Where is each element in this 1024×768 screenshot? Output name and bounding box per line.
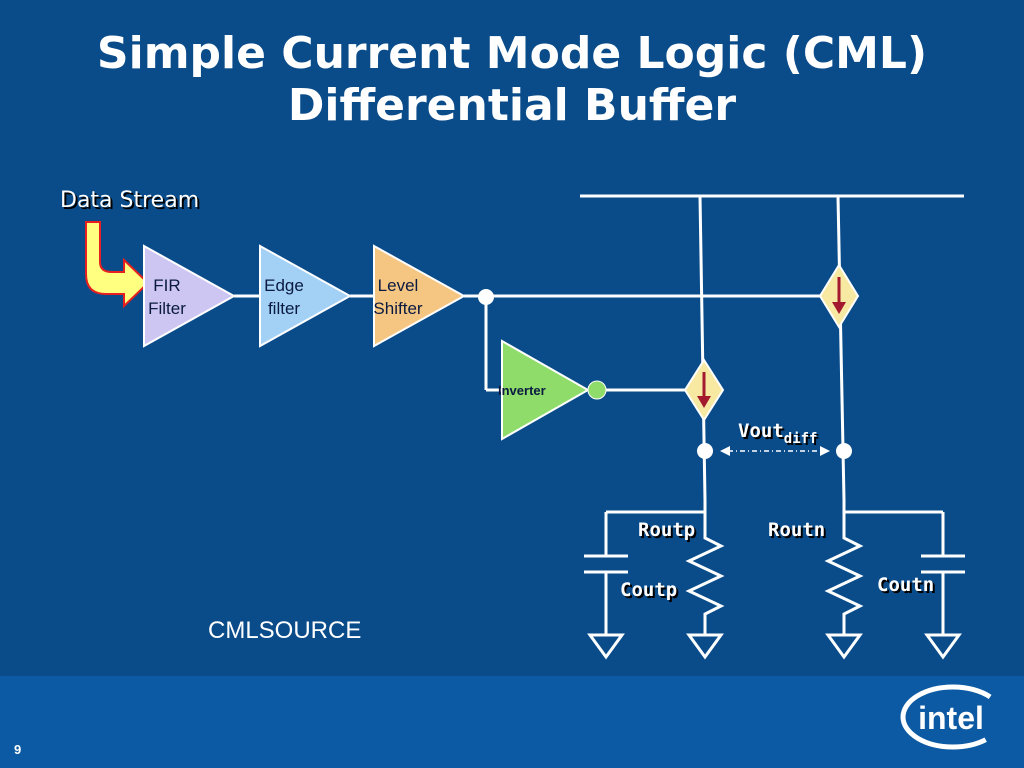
edge-label-line1: Edge: [264, 276, 304, 295]
routp-label-shadow: Routp: [640, 521, 697, 543]
coutp-label-shadow: Coutp: [622, 581, 679, 603]
routn-label-shadow: Routn: [770, 521, 827, 543]
routp-label: Routp: [638, 519, 695, 541]
fir-label-line1: FIR: [153, 276, 180, 295]
node-outn: [836, 443, 852, 459]
inverter-bubble: [587, 380, 607, 400]
coutn-label: Coutn: [877, 574, 934, 596]
routn-label: Routn: [768, 519, 825, 541]
title-line-1: Simple Current Mode Logic (CML): [96, 28, 928, 79]
inverter-label: Inverter: [498, 383, 546, 398]
inverter-block: [501, 339, 591, 441]
resistor-routp: [685, 512, 725, 634]
vout-label-shadow: Voutdiff: [740, 422, 819, 449]
node-outp: [697, 443, 713, 459]
edge-label-line2: filter: [268, 299, 300, 318]
level-label-line1: Level: [378, 276, 419, 295]
ground-routp-icon: [686, 633, 724, 660]
down-arrow-left-icon: [697, 396, 711, 408]
data-stream-arrow-icon: [85, 221, 150, 309]
vout-arrow-right-icon: [820, 446, 830, 456]
edge-filter-block: [259, 244, 353, 348]
slide-title: Simple Current Mode Logic (CML) Differen…: [0, 28, 1024, 132]
ground-coutn-icon: [924, 633, 962, 660]
level-label-line2: Shifter: [373, 299, 422, 318]
data-stream-label: Data Stream: [60, 188, 199, 213]
fir-filter-block: [143, 244, 237, 348]
ground-coutp-icon: [587, 633, 625, 660]
slide-number: 9: [14, 742, 22, 757]
intel-swirl: [900, 684, 1006, 750]
data-stream-label-shadow: Data Stream: [62, 190, 201, 215]
ground-routn-icon: [825, 633, 863, 660]
down-arrow-right-icon: [832, 302, 846, 314]
footer-band: [0, 676, 1024, 768]
coutn-label-shadow: Coutn: [879, 576, 936, 598]
coutp-label: Coutp: [620, 579, 677, 601]
intel-wordmark: intel: [918, 700, 984, 736]
vout-diff-label: Voutdiff: [738, 420, 817, 447]
level-shifter-block: [373, 244, 467, 348]
junction-level-out: [478, 289, 494, 305]
cmlsource-label: CMLSOURCE: [208, 617, 361, 644]
intel-logo: intel: [900, 684, 1006, 750]
title-line-2: Differential Buffer: [287, 80, 737, 131]
wires: [234, 194, 965, 660]
vout-arrow-left-icon: [720, 446, 730, 456]
fir-label-line2: Filter: [148, 299, 186, 318]
resistor-routn: [824, 512, 864, 634]
